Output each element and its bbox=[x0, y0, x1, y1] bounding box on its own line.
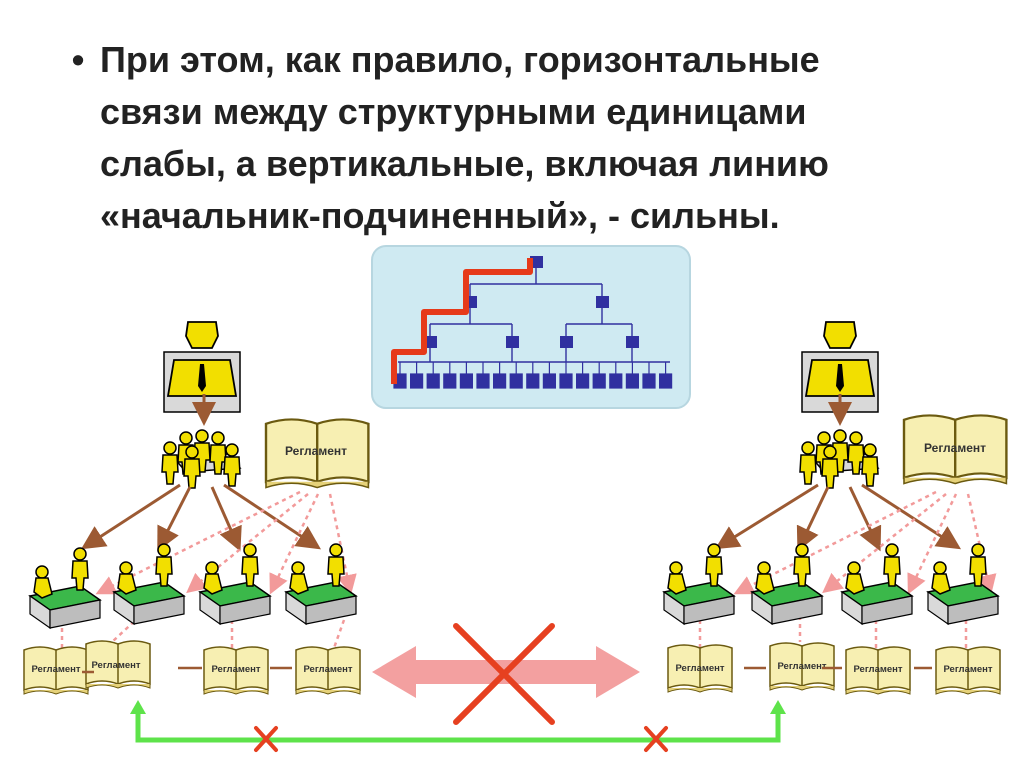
org-leaf-node bbox=[476, 373, 490, 389]
left-peer-arrows bbox=[82, 666, 292, 674]
green-link bbox=[130, 700, 786, 752]
right-worker-3 bbox=[842, 544, 912, 624]
left-manager-icon bbox=[163, 321, 241, 413]
org-leaf-node bbox=[443, 373, 457, 389]
right-top-regulation-label: Регламент bbox=[924, 441, 986, 455]
left-meeting-icon bbox=[162, 430, 240, 488]
text-line-3: слабы, а вертикальные, включая линию bbox=[100, 143, 829, 184]
text-line-1: При этом, как правило, горизонтальные bbox=[100, 39, 820, 80]
left-regulation-label-4: Регламент bbox=[303, 664, 352, 675]
highlight-chain-path bbox=[391, 258, 533, 384]
right-worker-1 bbox=[664, 544, 734, 624]
org-leaf-node bbox=[426, 373, 440, 389]
bullet-point: • bbox=[71, 39, 85, 80]
org-leaf-node bbox=[410, 373, 424, 389]
text-line-2: связи между структурными единицами bbox=[100, 91, 807, 132]
right-worker-4 bbox=[928, 544, 998, 624]
small-cross-icon-right bbox=[644, 726, 668, 752]
org-leaf-node bbox=[575, 373, 590, 389]
right-regulation-label-3: Регламент bbox=[853, 664, 902, 675]
left-worker-4 bbox=[286, 544, 356, 624]
left-regulation-label-2: Регламент bbox=[91, 660, 140, 671]
right-department: Регламент Регламент Регламент Регламент bbox=[664, 321, 1008, 695]
org-leaf-node bbox=[459, 373, 473, 389]
org-leaf-node bbox=[642, 373, 656, 389]
org-leaf-node bbox=[625, 373, 640, 389]
text-line-4: «начальник-подчиненный», - сильны. bbox=[100, 195, 780, 236]
org-leaf-node bbox=[509, 373, 523, 389]
org-leaf-node bbox=[559, 373, 573, 389]
left-regulation-label-3: Регламент bbox=[211, 664, 260, 675]
right-meeting-icon bbox=[800, 430, 878, 488]
org-leaf-node bbox=[542, 373, 557, 389]
left-regulation-label-1: Регламент bbox=[31, 664, 80, 675]
right-regulation-label-2: Регламент bbox=[777, 661, 826, 672]
org-leaf-node bbox=[526, 373, 540, 389]
right-regulation-label-4: Регламент bbox=[943, 664, 992, 675]
left-worker-1 bbox=[30, 548, 100, 628]
org-chart-panel bbox=[371, 245, 691, 409]
left-top-regulation-label: Регламент bbox=[285, 444, 347, 458]
left-department: Регламент Регламент Регламент Реглам bbox=[23, 321, 370, 695]
left-worker-3 bbox=[200, 544, 270, 624]
org-leaf-node bbox=[658, 373, 673, 389]
org-leaf-node bbox=[609, 373, 623, 389]
org-leaf-node bbox=[592, 373, 606, 389]
org-leaf-node bbox=[493, 373, 507, 389]
small-cross-icon-left bbox=[254, 726, 278, 752]
left-worker-2 bbox=[114, 544, 184, 624]
weak-horizontal-link bbox=[372, 623, 640, 725]
right-regulation-label-1: Регламент bbox=[675, 663, 724, 674]
big-cross-icon bbox=[453, 623, 555, 725]
